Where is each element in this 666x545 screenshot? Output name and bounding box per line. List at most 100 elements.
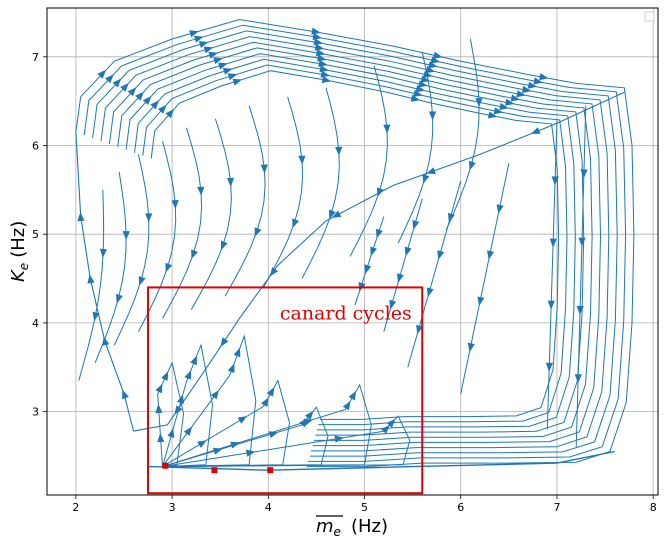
canard-arrow <box>161 371 169 381</box>
canard-path <box>162 415 411 468</box>
y-axis-label-unit: (Hz) <box>8 221 29 258</box>
cycle-arrow <box>312 33 322 40</box>
return-arrow <box>574 374 582 384</box>
cycle-arrow <box>423 70 433 78</box>
cycle-arrow <box>122 389 129 400</box>
cycle-arrow <box>428 61 438 69</box>
cycle-arrow <box>112 78 122 88</box>
return-arrow <box>376 228 383 239</box>
cycle-arrow <box>315 49 326 57</box>
ridge-arrow <box>165 262 173 273</box>
return-arrow <box>412 220 420 230</box>
canard-arrow <box>155 404 163 414</box>
ridge-arrow <box>122 231 130 241</box>
cycle-arrow <box>269 267 278 277</box>
ridge-arrow <box>197 186 205 196</box>
cycle-arrow <box>533 77 543 85</box>
y-axis-label-base: K <box>8 269 29 282</box>
cycle-arrow <box>220 337 229 347</box>
canard-arrow <box>184 370 192 380</box>
ridge-arrow <box>191 249 198 260</box>
cycle-arrow <box>203 46 214 54</box>
cycle-arrow <box>97 69 107 79</box>
return-path <box>383 198 423 332</box>
x-tick-label: 7 <box>553 501 560 514</box>
canard-arrow <box>230 441 240 449</box>
ridge-path <box>263 96 304 288</box>
cycle-arrow <box>487 111 498 119</box>
cycle-arrow <box>189 30 199 38</box>
cycle-arrow <box>208 51 219 59</box>
canard-arrow <box>386 418 396 428</box>
cycle-arrow <box>318 59 328 67</box>
cycle-arrow <box>198 41 209 48</box>
canard-arrow <box>237 416 248 424</box>
cycle-arrow <box>165 109 175 119</box>
return-arrow <box>576 305 584 315</box>
cycle-bottom-path <box>133 91 625 432</box>
return-arrow <box>545 362 553 372</box>
cycle-arrow <box>321 75 332 83</box>
ridge-path <box>78 189 105 381</box>
x-tick-label: 8 <box>650 501 657 514</box>
cycle-arrow <box>493 107 504 115</box>
cycle-arrow <box>311 27 321 35</box>
canard-arrow <box>261 397 269 407</box>
return-arrow <box>364 264 372 274</box>
canard-arrow <box>246 449 256 457</box>
cycle-left-path <box>75 132 135 432</box>
cycle-arrow <box>77 212 85 222</box>
canard-arrow <box>334 435 344 443</box>
canard-arrow <box>183 426 193 436</box>
return-arrow <box>580 169 588 179</box>
ridge-path <box>224 105 266 297</box>
canard-marker <box>211 467 218 474</box>
cycle-arrow <box>425 66 436 74</box>
cycle-arrow <box>413 89 423 97</box>
cycle-arrow <box>135 91 144 101</box>
return-arrow <box>496 204 504 214</box>
cycle-arrow <box>127 87 137 97</box>
cycle-arrow <box>157 104 167 114</box>
ridge-arrow <box>335 146 343 156</box>
y-tick-label: 4 <box>32 317 39 330</box>
cycle-arrow <box>142 96 152 105</box>
y-axis-label: Ke(Hz) <box>8 221 31 282</box>
return-arrow <box>370 246 377 257</box>
return-arrow <box>487 250 495 260</box>
x-axis-label-unit: (Hz) <box>351 516 388 537</box>
canard-arrow <box>233 347 241 358</box>
cycle-arrow <box>331 210 342 218</box>
return-path <box>575 105 587 448</box>
ridge-arrow <box>298 155 306 165</box>
return-arrow <box>389 299 397 310</box>
ridge-arrow <box>292 218 299 229</box>
cycle-arrow <box>418 80 428 88</box>
canard-region-box <box>147 286 424 495</box>
cycle-arrow <box>314 43 325 51</box>
cycle-arrow <box>105 74 114 84</box>
return-arrow <box>549 238 557 248</box>
x-axis-label: me(Hz) <box>316 515 388 539</box>
return-arrow <box>426 287 434 298</box>
cycle-arrow <box>232 78 243 86</box>
ridge-path <box>113 154 150 346</box>
cycle-arrow <box>522 85 532 93</box>
ridge-arrow <box>377 187 384 197</box>
canard-arrow <box>177 394 184 404</box>
ridge-path <box>137 140 177 333</box>
y-tick-label: 6 <box>32 139 39 152</box>
canard-arrow <box>303 418 313 426</box>
x-tick-label: 3 <box>169 501 176 514</box>
ridge-arrow <box>383 124 391 134</box>
cycle-arrow <box>505 98 515 106</box>
ridge-path <box>397 52 434 244</box>
cycle-arrow <box>213 57 223 65</box>
return-arrow <box>467 342 475 353</box>
return-arrow <box>404 246 412 257</box>
cycle-arrow <box>527 81 538 89</box>
canard-marker <box>267 467 274 474</box>
ridge-arrow <box>92 311 100 322</box>
